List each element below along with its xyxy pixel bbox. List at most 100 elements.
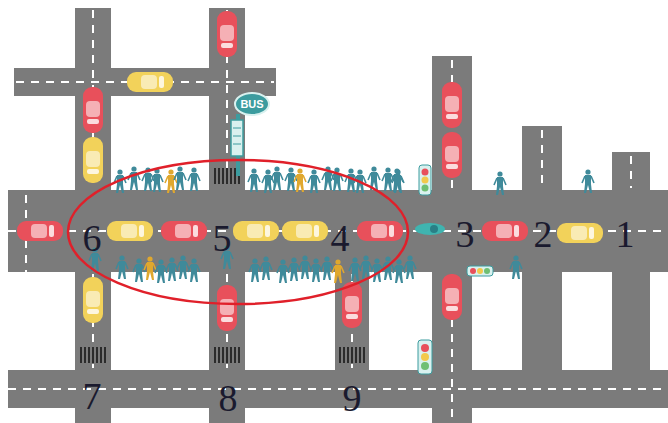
car	[83, 277, 103, 323]
side-road	[612, 152, 650, 376]
roads	[8, 8, 668, 423]
crosswalk-stripe	[226, 347, 228, 363]
crosswalk-stripe	[230, 168, 232, 184]
pedestrian	[151, 168, 163, 192]
car	[442, 82, 462, 128]
top-road	[14, 68, 276, 96]
callout-number: 6	[83, 219, 102, 257]
pedestrian	[308, 169, 320, 193]
car	[442, 274, 462, 320]
car	[282, 221, 328, 241]
callout-number: 8	[219, 379, 238, 417]
pedestrian	[116, 255, 128, 279]
pedestrian	[165, 169, 177, 193]
pedestrian	[155, 259, 167, 283]
crosswalk-stripe	[96, 347, 98, 363]
bus-stop-pole	[231, 114, 243, 176]
callout-number: 1	[616, 215, 635, 253]
traffic-lights	[418, 165, 493, 374]
pedestrian	[177, 255, 189, 279]
motorbike	[415, 223, 445, 235]
callout-number: 2	[534, 215, 553, 253]
lane-markings	[8, 10, 668, 420]
crosswalk-stripe	[92, 347, 94, 363]
pedestrian	[332, 259, 344, 283]
crosswalk-stripe	[234, 168, 236, 184]
crosswalk-stripe	[218, 168, 220, 184]
side-road	[522, 126, 562, 376]
crosswalk-stripe	[214, 347, 216, 363]
pedestrian	[144, 256, 156, 280]
car	[83, 87, 103, 133]
pedestrian	[249, 258, 261, 282]
pedestrian	[294, 168, 306, 192]
pedestrian	[174, 166, 186, 190]
callout-number: 4	[331, 219, 350, 257]
pedestrian	[391, 168, 403, 192]
crosswalk-stripe	[230, 347, 232, 363]
crosswalk-stripe	[351, 347, 353, 363]
pedestrian	[321, 256, 333, 280]
pedestrian	[277, 259, 289, 283]
crosswalk-stripe	[218, 347, 220, 363]
bottom-road	[8, 370, 668, 408]
car	[557, 223, 603, 243]
crosswalk-stripe	[80, 347, 82, 363]
pedestrian	[582, 169, 594, 193]
pedestrian	[393, 259, 405, 283]
callout-number: 7	[83, 377, 102, 415]
crosswalk-stripe	[359, 347, 361, 363]
crosswalk-stripe	[88, 347, 90, 363]
car	[161, 221, 207, 241]
cars	[17, 11, 603, 331]
pedestrian	[133, 258, 145, 282]
callout-number: 5	[213, 219, 232, 257]
pedestrian	[510, 255, 522, 279]
crosswalk-stripe	[355, 347, 357, 363]
crosswalk-stripe	[238, 347, 240, 363]
pedestrian	[288, 257, 300, 281]
callout-number: 9	[343, 379, 362, 417]
car	[357, 221, 403, 241]
crosswalk-stripe	[214, 168, 216, 184]
crosswalk-stripe	[222, 347, 224, 363]
pedestrian	[188, 258, 200, 282]
pedestrians	[89, 166, 594, 283]
pedestrian	[494, 171, 506, 195]
car	[17, 221, 63, 241]
crosswalk-stripe	[222, 168, 224, 184]
pedestrian	[128, 166, 140, 190]
car	[83, 137, 103, 183]
pedestrian	[188, 167, 200, 191]
pedestrian	[299, 255, 311, 279]
crosswalk-stripe	[100, 347, 102, 363]
crosswalk-stripe	[363, 347, 365, 363]
pedestrian	[248, 168, 260, 192]
crosswalk-stripe	[104, 347, 106, 363]
car	[442, 132, 462, 178]
crosswalk-stripe	[339, 347, 341, 363]
callout-number: 3	[456, 215, 475, 253]
crosswalk-stripe	[347, 347, 349, 363]
sign-text: BUS	[240, 99, 263, 110]
car	[127, 72, 173, 92]
crosswalk-stripe	[226, 168, 228, 184]
pedestrian	[404, 255, 416, 279]
pedestrian	[271, 166, 283, 190]
car	[217, 11, 237, 57]
pedestrian	[349, 257, 361, 281]
car	[217, 285, 237, 331]
crosswalks	[80, 168, 365, 363]
pedestrian	[392, 169, 404, 193]
pedestrian	[262, 169, 274, 193]
car	[482, 221, 528, 241]
car	[107, 221, 153, 241]
pedestrian	[166, 257, 178, 281]
pedestrian	[360, 255, 372, 279]
bus-sign: BUS	[234, 92, 270, 116]
crosswalk-stripe	[234, 347, 236, 363]
crosswalk-stripe	[84, 347, 86, 363]
pedestrian	[310, 258, 322, 282]
